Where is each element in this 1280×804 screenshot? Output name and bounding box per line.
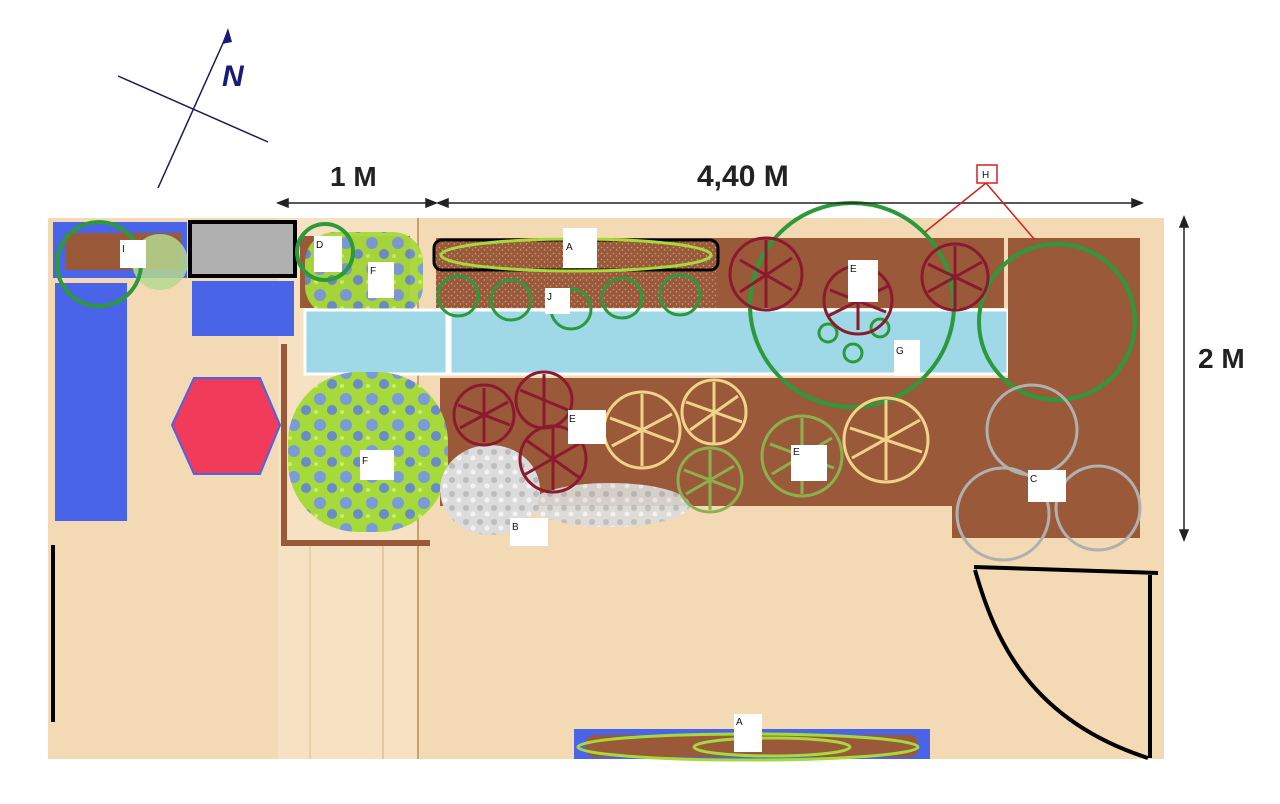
plant-j-4: [600, 276, 644, 320]
tree-canopy-h: [977, 242, 1137, 402]
compass-north-label: N: [222, 60, 245, 93]
label-b: B: [512, 522, 519, 533]
plant-g-1: [817, 322, 839, 344]
shrub-b: [440, 445, 540, 535]
dimension-2m: 2 M: [1198, 343, 1245, 374]
compass-axis-n: [157, 31, 229, 189]
door-swing: [973, 565, 1159, 760]
label-g: G: [896, 346, 904, 357]
label-a-bottom: A: [736, 717, 743, 728]
plant-c-2: [955, 466, 1051, 562]
label-e-red: E: [569, 414, 576, 425]
water-channel-small: [303, 308, 449, 376]
grey-block: [188, 220, 297, 278]
soil-lower-right: [952, 378, 1138, 538]
plant-c-3: [1054, 464, 1142, 552]
label-h: H: [982, 170, 989, 181]
shrub-b-trail: [530, 483, 690, 527]
label-f-top: F: [370, 266, 376, 277]
plant-g-3: [869, 317, 891, 339]
compass-axis-ew: [117, 75, 269, 143]
border-edging: [281, 344, 430, 546]
blue-bench-side: [55, 283, 127, 521]
label-i: I: [122, 244, 125, 255]
plant-j-1: [436, 274, 480, 318]
tree-canopy-d: [295, 222, 355, 282]
blue-block: [192, 281, 294, 336]
label-e-top: E: [850, 264, 857, 275]
label-c: C: [1030, 474, 1037, 485]
h-label-box: [976, 164, 998, 184]
compass-arrow-icon: [222, 28, 232, 44]
maroon-plants-lower: [452, 370, 588, 494]
dimension-1m: 1 M: [330, 161, 377, 192]
water-channel-long: [448, 308, 1010, 376]
dimension-arrows: [275, 197, 1190, 543]
olive-plants: [676, 414, 844, 514]
label-a-top: A: [566, 242, 573, 253]
label-e-green: E: [793, 447, 800, 458]
label-d: D: [316, 240, 323, 251]
red-hexagon: [170, 377, 282, 475]
label-j: J: [547, 292, 552, 303]
plant-j-2: [489, 278, 533, 322]
hedge-a-bottom-inner: [692, 736, 852, 758]
dimension-440m: 4,40 M: [697, 160, 789, 193]
plant-g-2: [842, 342, 864, 364]
label-f-big: F: [362, 456, 368, 467]
label-boxes: [120, 228, 1066, 752]
plant-j-5: [658, 273, 702, 317]
